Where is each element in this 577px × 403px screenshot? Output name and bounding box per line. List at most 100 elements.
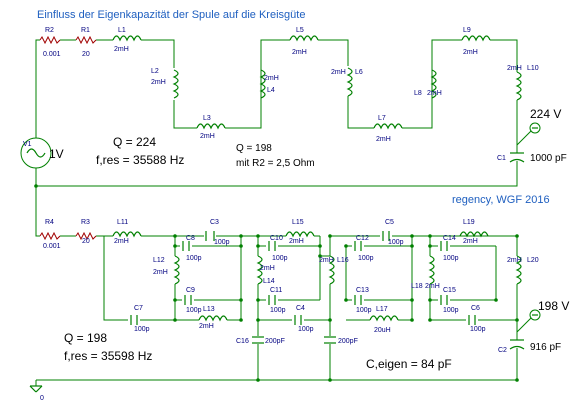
c5-value: 100p: [388, 239, 404, 246]
capacitor-c12-symbol: [354, 241, 362, 251]
inductor-l6-symbol: [347, 67, 353, 97]
c15-value: 100p: [443, 307, 459, 314]
c2-value: 916 pF: [530, 342, 561, 353]
top-q-alt: Q = 198: [236, 143, 272, 154]
c7-value: 100p: [134, 326, 150, 333]
probe-bottom-voltage: 198 V: [538, 299, 569, 313]
inductor-l18-symbol: [429, 255, 435, 285]
l8-name: L8: [414, 90, 422, 97]
l2-name: L2: [151, 68, 159, 75]
c16-name: C16: [236, 338, 249, 345]
v1-name: V1: [23, 141, 32, 148]
capacitor-c13-symbol: [354, 295, 362, 305]
l3-name: L3: [203, 115, 211, 122]
l4-value: 2mH: [264, 75, 279, 82]
c3-name: C3: [210, 219, 219, 226]
l6-value: 2mH: [331, 69, 346, 76]
l11-name: L11: [117, 219, 128, 226]
c11-value: 100p: [270, 307, 286, 314]
l5-value: 2mH: [292, 49, 307, 56]
capacitor-extra-symbol: [324, 336, 336, 344]
l20-name: L20: [527, 257, 539, 264]
inductor-l13-symbol: [198, 315, 228, 321]
r4-value: 0.001: [43, 243, 61, 250]
c6-name: C6: [471, 305, 480, 312]
l4-name: L4: [267, 87, 275, 94]
capacitor-c7-symbol: [130, 315, 138, 325]
l17-value: 20uH: [374, 327, 391, 334]
l9-name: L9: [463, 27, 471, 34]
l3-value: 2mH: [200, 133, 215, 140]
l12-value: 2mH: [153, 269, 168, 276]
l1-value: 2mH: [114, 46, 129, 53]
c10-name: C10: [270, 235, 283, 242]
c13-name: C13: [356, 287, 369, 294]
l13-value: 2mH: [199, 323, 214, 330]
capacitor-c16-symbol: [252, 336, 264, 344]
bottom-q-value: Q = 198: [64, 331, 107, 345]
resistor-r1-symbol: [75, 36, 97, 44]
top-circuit: R2 0.001 R1 20 L1 2mH L2 2mH L3 2mH 2mH …: [20, 27, 567, 198]
diagram-title: Einfluss der Eigenkapazität der Spule au…: [37, 9, 305, 21]
extra-cap-value: 200pF: [338, 338, 358, 345]
l18-value: 2mH: [425, 283, 440, 290]
l11-value: 2mH: [114, 238, 129, 245]
l7-name: L7: [378, 115, 386, 122]
capacitor-c14-symbol: [440, 241, 448, 251]
c9-name: C9: [186, 287, 195, 294]
inductor-l19-symbol: [459, 231, 489, 237]
voltage-probe-top: [516, 122, 541, 146]
c16-value: 200pF: [265, 338, 285, 345]
l12-name: L12: [153, 257, 165, 264]
capacitor-c11-symbol: [268, 295, 276, 305]
resistor-r2-symbol: [39, 36, 61, 44]
c2-name: C2: [498, 347, 507, 354]
c8-name: C8: [186, 235, 195, 242]
bottom-f-res: f,res = 35598 Hz: [64, 349, 152, 363]
capacitor-c15-symbol: [440, 295, 448, 305]
r2-value: 0.001: [43, 51, 61, 58]
l10-name: L10: [527, 65, 539, 72]
l10-value: 2mH: [507, 65, 522, 72]
c1-name: C1: [497, 155, 506, 162]
inductor-l9-symbol: [461, 35, 491, 41]
c3-value: 100p: [214, 239, 230, 246]
l6-name: L6: [355, 69, 363, 76]
inductor-l11-symbol: [112, 231, 142, 237]
l14-name: L14: [263, 278, 275, 285]
l13-name: L13: [203, 306, 215, 313]
c4-value: 100p: [298, 326, 314, 333]
probe-top-voltage: 224 V: [530, 107, 561, 121]
capacitor-c5-symbol: [382, 231, 390, 241]
l16-value: 2mH: [319, 257, 334, 264]
capacitor-c6-symbol: [468, 315, 476, 325]
v1-value: 1V: [49, 147, 64, 161]
inductor-l17-symbol: [369, 315, 399, 321]
l8-value: 2mH: [427, 90, 442, 97]
r2-name: R2: [45, 27, 54, 34]
c1-value: 1000 pF: [530, 153, 567, 164]
c12-value: 100p: [358, 255, 374, 262]
inductor-l2-symbol: [173, 69, 179, 99]
l7-value: 2mH: [376, 136, 391, 143]
capacitor-c1-symbol: [509, 152, 525, 163]
l19-value: 2mH: [463, 238, 478, 245]
l19-name: L19: [463, 219, 475, 226]
capacitor-c4-symbol: [294, 315, 302, 325]
l17-name: L17: [376, 306, 388, 313]
resistor-r4-symbol: [39, 232, 61, 240]
l16-name: L16: [337, 257, 349, 264]
capacitor-c9-symbol: [184, 295, 192, 305]
c10-value: 100p: [272, 255, 288, 262]
l15-name: L15: [292, 219, 304, 226]
l18-name: L18: [411, 283, 423, 290]
c5-name: C5: [385, 219, 394, 226]
voltage-probe-bottom: [516, 309, 541, 333]
l20-value: 2mH: [507, 257, 522, 264]
inductor-l10-symbol: [516, 71, 522, 101]
top-q-alt-note: mit R2 = 2,5 Ohm: [236, 158, 315, 169]
c12-name: C12: [356, 235, 369, 242]
l2-value: 2mH: [151, 79, 166, 86]
r3-value: 20: [82, 238, 90, 245]
